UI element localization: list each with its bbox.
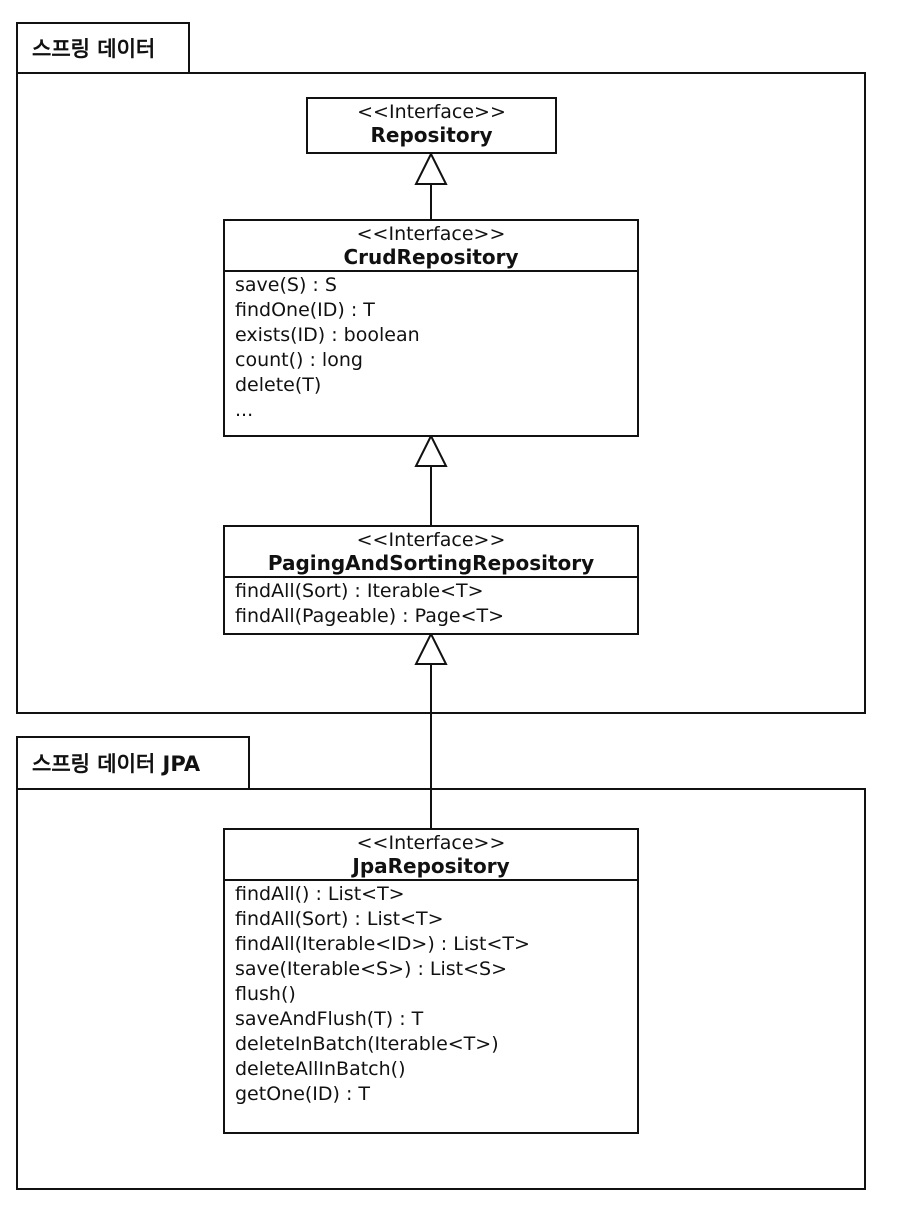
method: findOne(ID) : T	[235, 299, 375, 321]
class-name: JpaRepository	[352, 854, 510, 878]
method: deleteAllInBatch()	[235, 1058, 406, 1080]
stereotype-label: <<Interface>>	[356, 832, 506, 854]
stereotype-label: <<Interface>>	[357, 101, 506, 123]
package-tab-spring-data-jpa: 스프링 데이터 JPA	[16, 736, 250, 790]
method-list: findAll(Sort) : Iterable<T> findAll(Page…	[225, 578, 637, 631]
interface-repository: <<Interface>> Repository	[306, 97, 557, 154]
class-name: Repository	[370, 123, 493, 147]
class-header: <<Interface>> JpaRepository	[225, 830, 637, 881]
method: findAll(Iterable<ID>) : List<T>	[235, 933, 530, 955]
package-tab-spring-data: 스프링 데이터	[16, 22, 190, 74]
method: deleteInBatch(Iterable<T>)	[235, 1033, 499, 1055]
class-header: <<Interface>> Repository	[308, 99, 555, 148]
method: save(S) : S	[235, 274, 337, 296]
method: findAll(Sort) : Iterable<T>	[235, 580, 484, 602]
method: findAll(Sort) : List<T>	[235, 908, 444, 930]
method: count() : long	[235, 349, 363, 371]
stereotype-label: <<Interface>>	[356, 223, 506, 245]
stereotype-label: <<Interface>>	[356, 529, 506, 551]
method: getOne(ID) : T	[235, 1083, 371, 1105]
method-list: findAll() : List<T> findAll(Sort) : List…	[225, 881, 637, 1109]
method-list: save(S) : S findOne(ID) : T exists(ID) :…	[225, 272, 637, 425]
package-spring-data	[16, 72, 866, 714]
class-name: CrudRepository	[343, 245, 519, 269]
class-name: PagingAndSortingRepository	[267, 551, 595, 575]
method: saveAndFlush(T) : T	[235, 1008, 424, 1030]
method: findAll(Pageable) : Page<T>	[235, 605, 505, 627]
class-header: <<Interface>> PagingAndSortingRepository	[225, 527, 637, 578]
method: save(Iterable<S>) : List<S>	[235, 958, 508, 980]
interface-jpa-repository: <<Interface>> JpaRepository findAll() : …	[223, 828, 639, 1134]
method: ...	[235, 399, 254, 421]
method: delete(T)	[235, 374, 322, 396]
interface-paging-and-sorting-repository: <<Interface>> PagingAndSortingRepository…	[223, 525, 639, 635]
package-title: 스프링 데이터	[32, 37, 156, 61]
package-spring-data-jpa	[16, 788, 866, 1190]
class-header: <<Interface>> CrudRepository	[225, 221, 637, 272]
interface-crud-repository: <<Interface>> CrudRepository save(S) : S…	[223, 219, 639, 437]
method: flush()	[235, 983, 296, 1005]
method: exists(ID) : boolean	[235, 324, 420, 346]
method: findAll() : List<T>	[235, 883, 405, 905]
package-title: 스프링 데이터 JPA	[32, 752, 201, 776]
